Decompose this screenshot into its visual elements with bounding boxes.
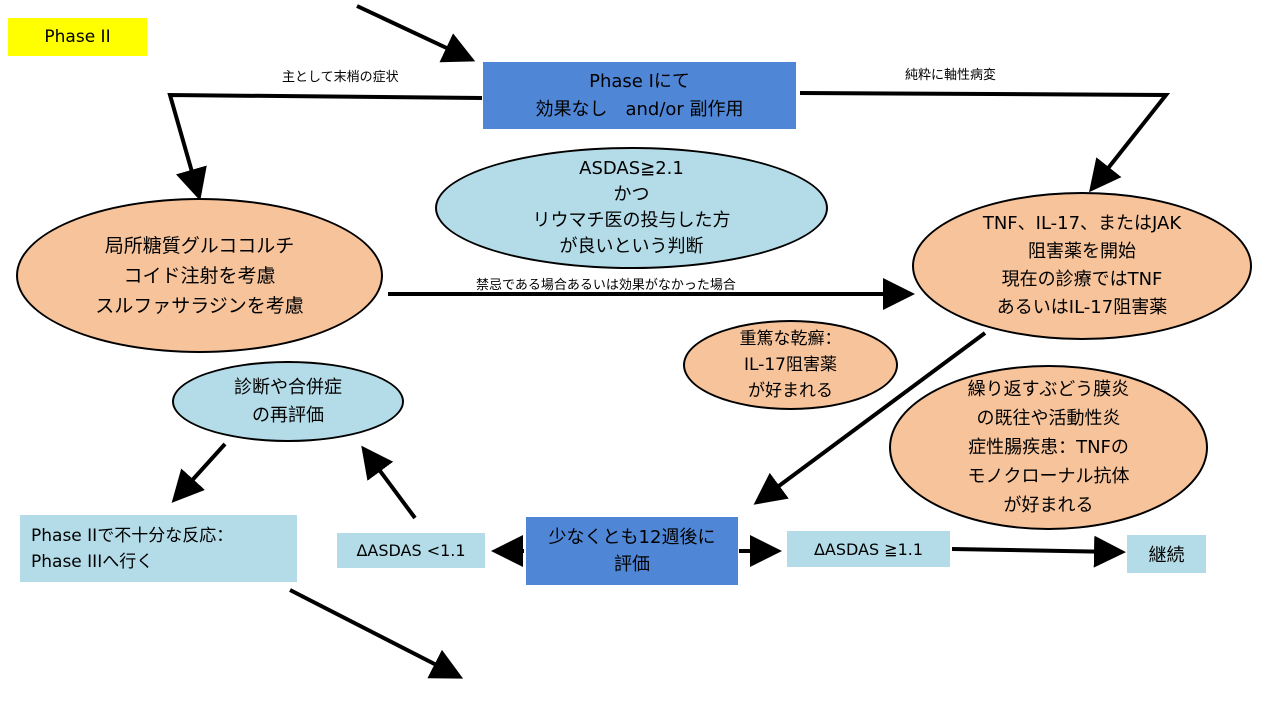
arrow-axial	[799, 91, 1171, 193]
delta-asdas-low-box: ΔASDAS <1.1	[337, 533, 485, 568]
phase1-failure-box: Phase Iにて 効果なし and/or 副作用	[483, 62, 796, 129]
phase1-failure-line-1: Phase Iにて	[589, 70, 690, 92]
local-steroid-ellipse: 局所糖質グルココルチ コイド注射を考慮 スルファサラジンを考慮	[16, 198, 383, 353]
arrow-exit	[289, 588, 464, 679]
tnf-il17-jak-ellipse: TNF、IL-17、またはJAK 阻害薬を開始 現在の診療ではTNF あるいはI…	[912, 192, 1252, 340]
phase3-box: Phase IIで不十分な反応： Phase IIIへ行く	[20, 515, 297, 582]
delta-asdas-high-box: ΔASDAS ≧1.1	[787, 531, 950, 567]
continue-box: 継続	[1127, 535, 1206, 573]
arrow-high-to-continue	[951, 535, 1126, 568]
label-axial: 純粋に軸性病変	[905, 68, 997, 83]
label-peripheral: 主として末梢の症状	[282, 70, 399, 85]
psoriasis-ellipse: 重篤な乾癬： IL-17阻害薬 が好まれる	[683, 320, 898, 410]
arrow-tnf-to-eval	[753, 331, 987, 505]
arrow-low-to-reevaluate	[361, 445, 417, 520]
arrow-reevaluate-to-phase3	[171, 442, 227, 503]
reevaluate-ellipse: 診断や合併症 の再評価	[172, 361, 404, 442]
phase1-failure-line-2: 効果なし and/or 副作用	[535, 98, 744, 120]
arrow-peripheral	[167, 92, 483, 201]
phase-label: Phase II	[8, 18, 147, 56]
evaluation-box: 少なくとも12週後に 評価	[526, 517, 738, 585]
asdas-condition-ellipse: ASDAS≧2.1 かつ リウマチ医の投与した方 が良いという判断	[435, 147, 828, 269]
uveitis-ibd-ellipse: 繰り返すぶどう膜炎 の既往や活動性炎 症性腸疾患：TNFの モノクローナル抗体 …	[889, 365, 1208, 530]
label-contraindicated: 禁忌である場合あるいは効果がなかった場合	[476, 278, 736, 293]
arrow-entry	[356, 4, 476, 63]
